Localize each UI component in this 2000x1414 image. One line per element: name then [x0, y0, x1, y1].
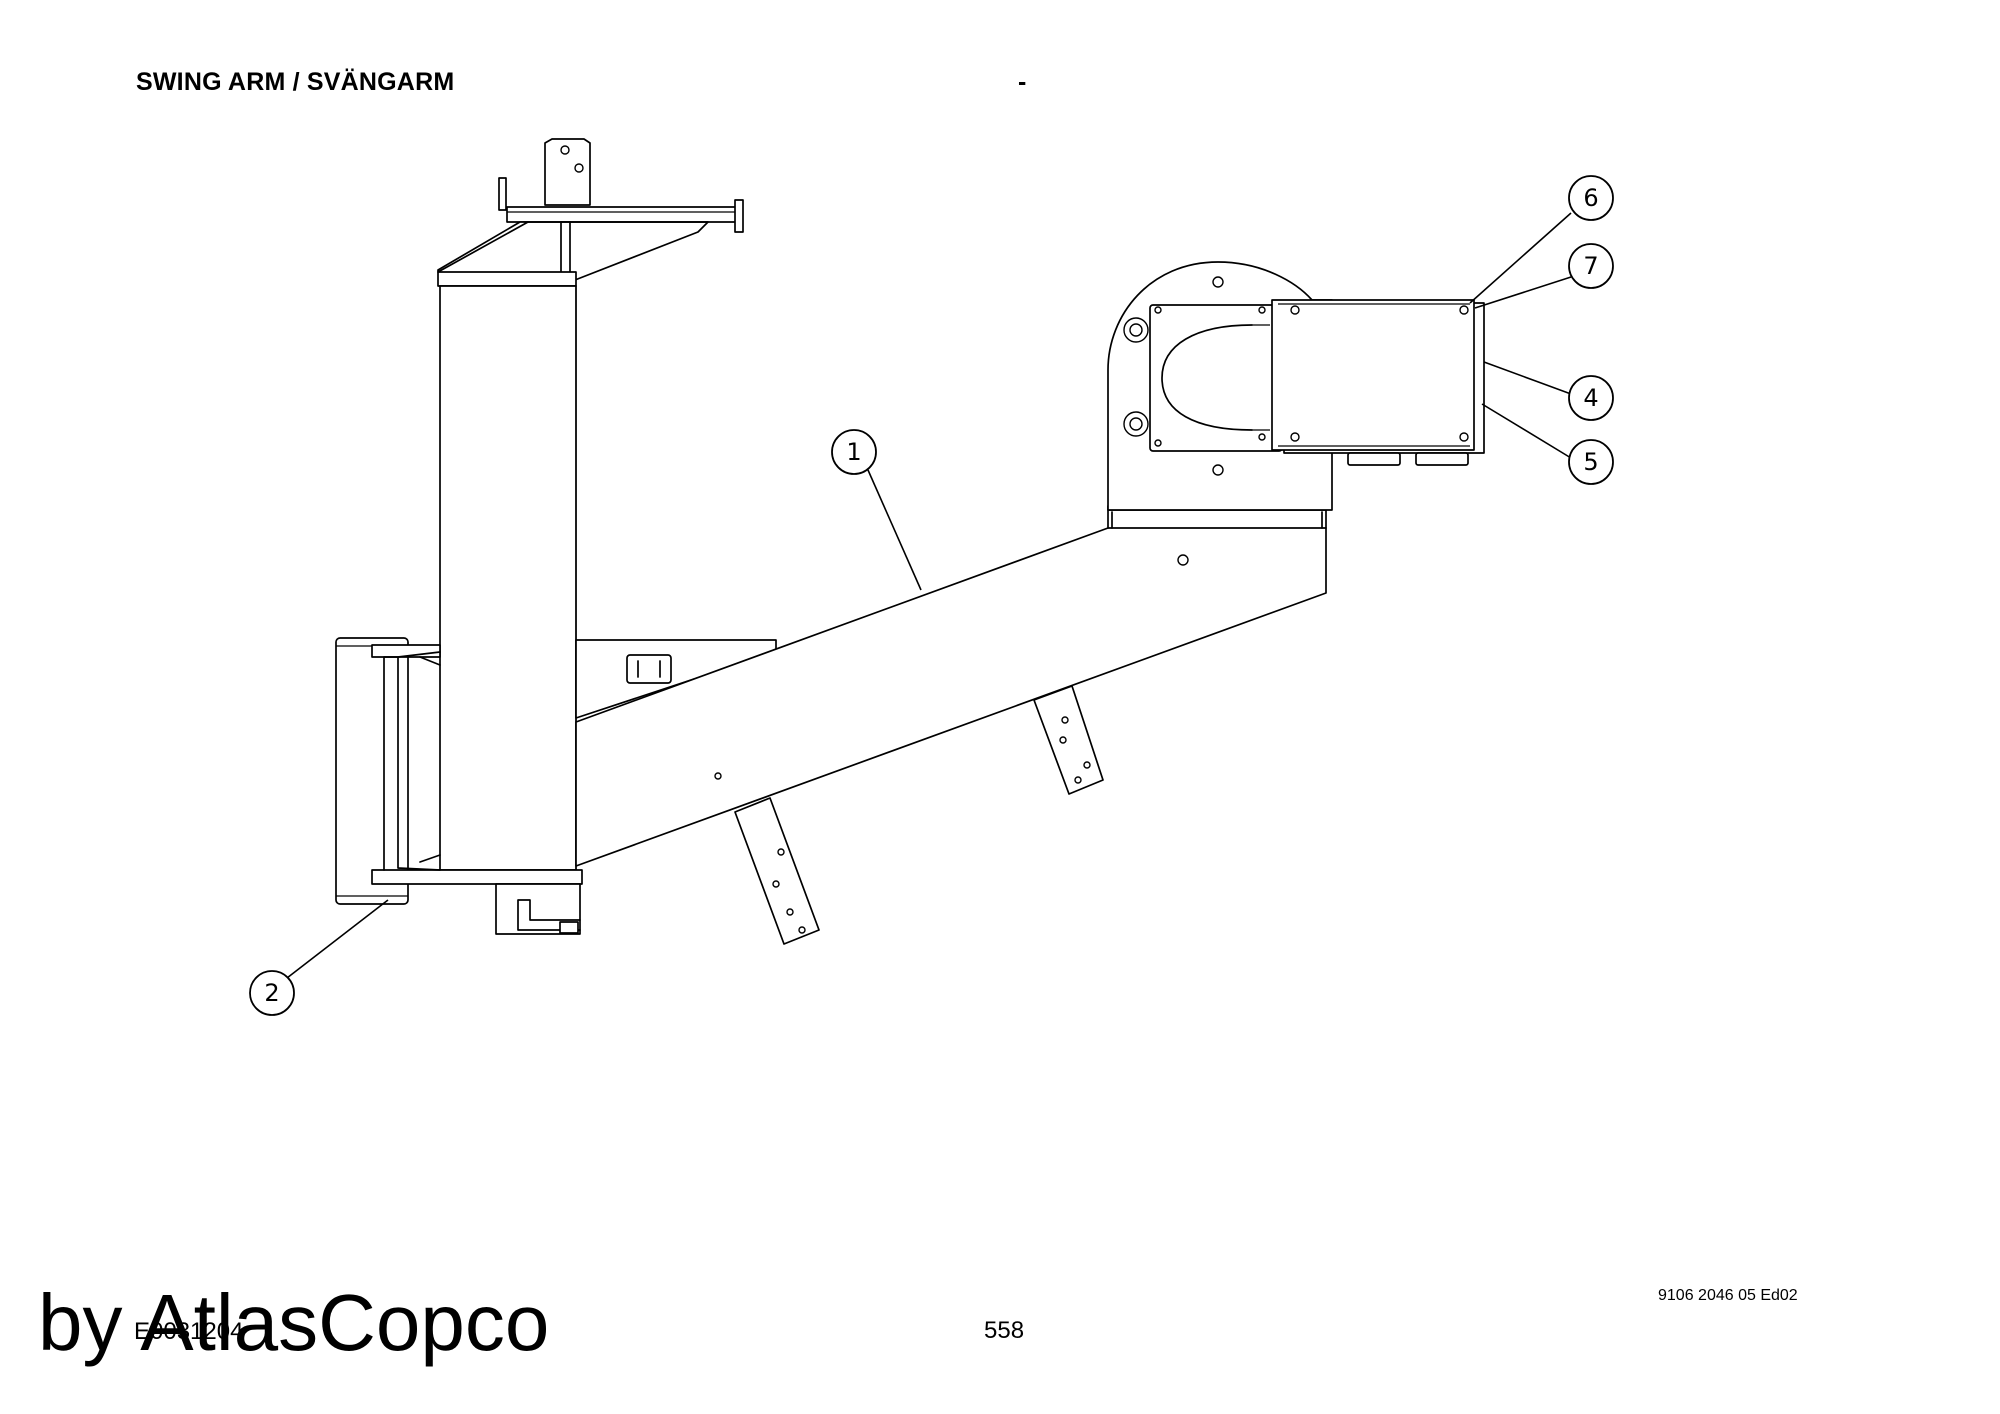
- callout-2: 2: [249, 970, 295, 1016]
- mounting-plate-right: [1033, 685, 1104, 795]
- vertical-column: [439, 285, 577, 871]
- callout-1-label: 1: [846, 438, 861, 466]
- valve-box: [1258, 299, 1485, 466]
- callout-leaders: [286, 212, 1572, 979]
- header-dash: -: [1018, 68, 1027, 96]
- callout-7: 7: [1568, 243, 1614, 289]
- callout-1: 1: [831, 429, 877, 475]
- document-number: 9106 2046 05 Ed02: [1658, 1287, 1798, 1304]
- callout-4: 4: [1568, 375, 1614, 421]
- gusset-plate: [575, 639, 777, 719]
- figure-id: E0031204: [134, 1318, 244, 1345]
- bushing-cylinder: [335, 637, 583, 905]
- top-bracket: [437, 138, 744, 331]
- callout-5: 5: [1568, 439, 1614, 485]
- callout-5-label: 5: [1583, 448, 1598, 476]
- callout-6-label: 6: [1583, 184, 1598, 212]
- page-number: 558: [984, 1317, 1025, 1344]
- watermark: by AtlasCopco: [38, 1278, 550, 1367]
- page-title: SWING ARM / SVÄNGARM: [136, 68, 455, 96]
- callout-4-label: 4: [1583, 384, 1598, 412]
- callout-6: 6: [1568, 175, 1614, 221]
- callout-7-label: 7: [1583, 252, 1598, 280]
- mounting-plate-left: [734, 797, 820, 945]
- diagonal-arm: [575, 505, 1327, 867]
- bottom-clamp: [495, 883, 581, 935]
- callout-2-label: 2: [264, 979, 279, 1007]
